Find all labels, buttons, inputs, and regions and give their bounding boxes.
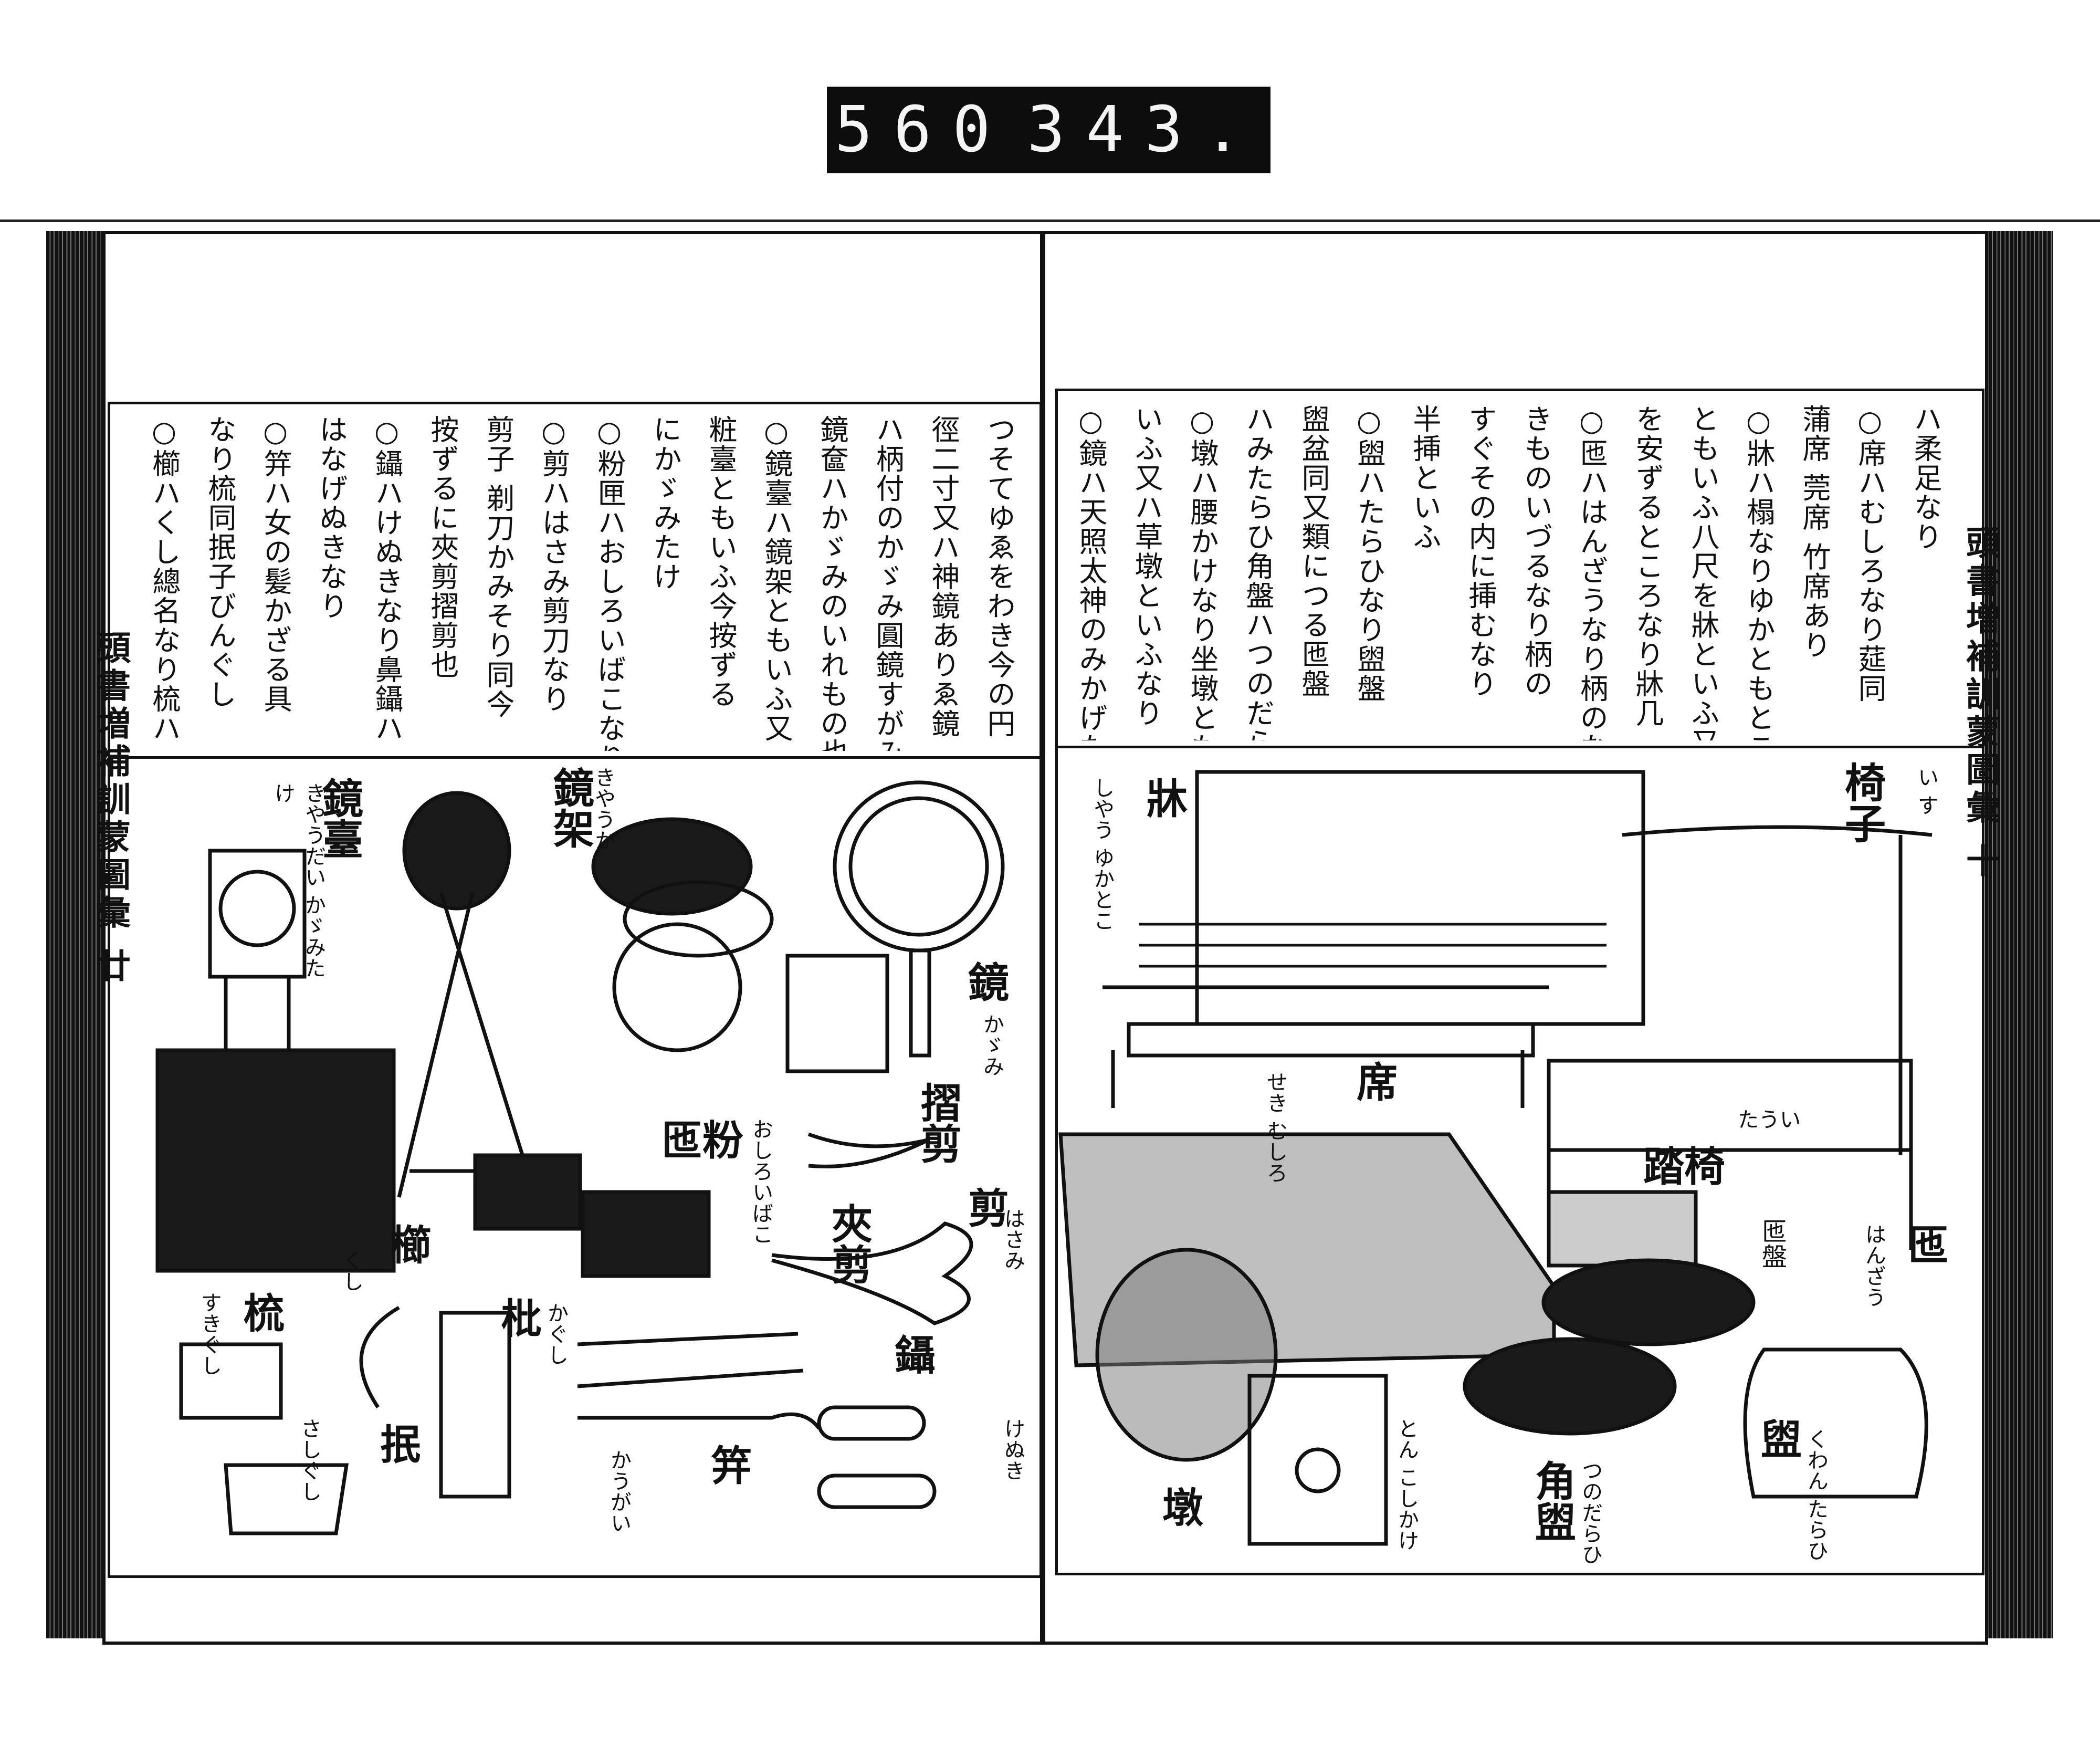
caption-kyodai-kana: きやうだい かゞみたけ — [271, 782, 326, 978]
right-illustrations — [1058, 770, 1933, 1546]
text-column: ともいふ八尺を牀といふ又 — [1686, 404, 1719, 740]
left-page-text: つそてゆゑをわき今の円徑二寸又ハ神鏡ありゑ鏡ハ柄付のかゞみ圓鏡すがみ鏡奩ハかゞみ… — [134, 415, 1026, 751]
caption-isu: 椅子 — [1838, 761, 1886, 843]
text-column: ○席ハむしろなり莚同 — [1853, 404, 1886, 703]
caption-bin-kana: さしぐし — [297, 1418, 321, 1502]
caption-kagami-kana: かゞみ — [980, 1013, 1004, 1076]
caption-seki-kana: せき むしろ — [1263, 1071, 1287, 1183]
scan-edge-line — [0, 220, 2100, 222]
caption-kyodai: 鏡臺 — [316, 777, 363, 859]
text-column: ○墩ハ腰かけなり坐墩とも — [1185, 404, 1219, 740]
left-book-edge — [46, 231, 104, 1638]
caption-funko-kana: おしろいばこ — [749, 1119, 773, 1245]
caption-kushi-kana: くし — [339, 1250, 363, 1292]
text-column: ○鏡臺ハ鏡架ともいふ又 — [760, 415, 793, 743]
right-page-text: ハ柔足なり ○席ハむしろなり莚同蒲席 莞席 竹席あり ○牀ハ榻なりゆかともとこともい… — [1066, 404, 1953, 740]
caption-kogai-kana: かうがい — [607, 1449, 631, 1533]
caption-sen: 剪 — [961, 1187, 1009, 1228]
text-column: ○盥ハたらひなり盥盤 — [1352, 404, 1385, 703]
caption-iban: 匜盤 — [1757, 1218, 1787, 1269]
text-column: ハみたらひ角盤ハつのだらひ — [1241, 404, 1274, 740]
caption-setsu-kana: けぬき — [1001, 1418, 1025, 1481]
caption-sho-kana: しやう ゆかとこ — [1090, 777, 1114, 931]
mirror-stand-illustration — [155, 849, 396, 1273]
text-column: ハ柔足なり — [1909, 404, 1942, 551]
caption-isu-kana: い す — [1914, 767, 1938, 816]
text-column: にかゞみたけ — [648, 415, 681, 591]
caption-kyosen: 夾剪 — [825, 1203, 873, 1284]
caption-kagami: 鏡 — [961, 961, 1009, 1002]
right-margin-title: 頭書増補訓蒙圖彙 十 — [1960, 525, 2000, 882]
caption-suki: 梳 — [237, 1292, 285, 1333]
text-column: 徑二寸又ハ神鏡ありゑ鏡 — [927, 415, 960, 738]
text-column: ○鑷ハけぬきなり鼻鑷ハ — [370, 415, 403, 743]
caption-suki-kana: すきぐし — [197, 1292, 222, 1376]
right-book-edge — [1984, 231, 2053, 1638]
caption-i: 匜 — [1901, 1224, 1949, 1264]
caption-setsu: 鑷 — [888, 1334, 936, 1375]
right-page-frame — [1055, 389, 1984, 1575]
caption-funko: 匜粉 — [662, 1117, 744, 1165]
catalog-number-left: 560 — [834, 93, 1012, 166]
caption-kan: 盥 — [1754, 1418, 1802, 1459]
caption-ton: 墩 — [1156, 1486, 1203, 1527]
caption-hi: 枇 — [494, 1297, 542, 1338]
left-margin-title: 頭書増補訓蒙圖彙 廿 — [91, 630, 131, 987]
catalog-label: 560 343. — [827, 87, 1270, 173]
caption-toi-kana: たうい — [1738, 1108, 1801, 1132]
catalog-number-right: 343. — [1027, 93, 1263, 166]
caption-kyoka: 鏡架 — [547, 767, 594, 849]
text-column: ○笄ハ女の髪かざる具 — [259, 415, 292, 714]
text-column: つそてゆゑをわき今の円 — [982, 415, 1015, 738]
text-column: を安ずるところなり牀几 — [1631, 404, 1664, 728]
hand-mirror-illustration — [833, 780, 1005, 1058]
text-column: いふ又ハ草墩といふなり — [1130, 404, 1163, 728]
caption-kakukan-kana: つのだらひ — [1578, 1460, 1602, 1565]
caption-shosen: 摺剪 — [914, 1082, 962, 1164]
text-column: ○剪ハはさみ剪刀なり — [537, 415, 570, 714]
caption-sho: 牀 — [1140, 777, 1188, 818]
caption-kushi: 櫛 — [384, 1224, 432, 1264]
left-page-frame — [108, 402, 1042, 1578]
text-column: きものいづるなり柄の — [1519, 404, 1552, 698]
text-column: ○櫛ハくし總名なり梳ハ — [148, 415, 181, 743]
caption-toi: 踏椅 — [1643, 1143, 1726, 1191]
text-column: ○粉匣ハおしろいばこなり — [593, 415, 626, 751]
caption-i-kana: はんざう — [1862, 1224, 1886, 1308]
text-column: 按ずるに夾剪摺剪也 — [426, 415, 459, 680]
text-column: ○牀ハ榻なりゆかともとこ — [1742, 404, 1775, 740]
caption-kyoka-kana: きやうか — [591, 767, 615, 851]
caption-kogai: 笄 — [704, 1444, 752, 1485]
text-column: 粧臺ともいふ今按ずる — [704, 415, 737, 709]
caption-seki: 席 — [1350, 1061, 1398, 1102]
text-column: ○鏡ハ天照太神のみかげたり — [1074, 404, 1107, 740]
text-column: ハ柄付のかゞみ圓鏡すがみ — [871, 415, 904, 751]
caption-hi-kana: かぐし — [544, 1302, 568, 1365]
text-column: 半挿といふ — [1408, 404, 1441, 551]
caption-kakukan: 角盥 — [1528, 1460, 1576, 1542]
right-page-divider — [1055, 746, 1982, 748]
caption-bin: 抿 — [373, 1423, 421, 1464]
text-column: 剪子 剃刀かみそり同今 — [481, 415, 514, 719]
caption-kan-kana: くわん たらひ — [1804, 1428, 1828, 1561]
text-column: はなげぬきなり — [314, 415, 348, 621]
caption-sen-kana: はさみ — [1001, 1208, 1025, 1271]
text-column: なり梳同抿子びんぐし — [203, 415, 236, 709]
text-column: 蒲席 莞席 竹席あり — [1798, 404, 1831, 660]
text-column: ○匜ハはんざうなり柄のな — [1575, 404, 1608, 740]
text-column: すぐその内に挿むなり — [1464, 404, 1497, 698]
text-column: 盥盆同又類につる匜盤 — [1297, 404, 1330, 698]
caption-ton-kana: とん こしかけ — [1394, 1418, 1419, 1551]
left-page-divider — [108, 756, 1040, 759]
text-column: 鏡奩ハかゞみのいれもの也 — [815, 415, 848, 751]
mirror-frame-illustration — [397, 791, 538, 1198]
